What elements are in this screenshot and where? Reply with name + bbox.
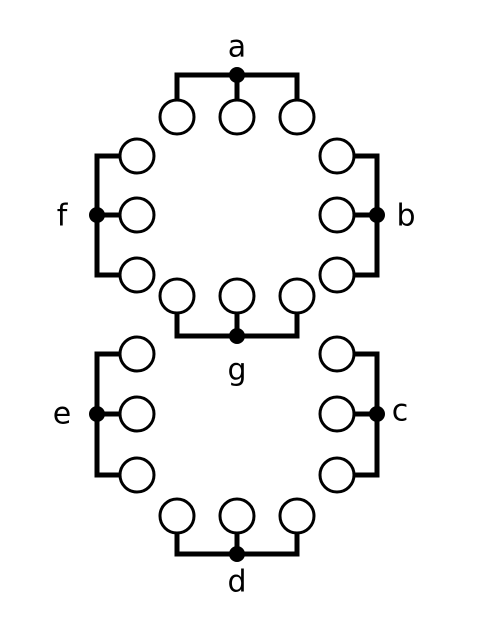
segment-e-node: [89, 406, 105, 422]
segment-a-led-3: [278, 98, 316, 136]
segment-f-node: [89, 207, 105, 223]
segment-c-led-2: [318, 395, 356, 433]
segment-g: g: [158, 277, 316, 388]
segment-a-led-2: [218, 98, 256, 136]
segment-label-c: c: [392, 394, 409, 429]
segment-label-g: g: [227, 353, 246, 388]
segment-f-led-1: [118, 137, 156, 175]
segment-d-led-3: [278, 497, 316, 535]
segment-e: e: [53, 335, 156, 494]
segment-b-led-2: [318, 196, 356, 234]
segment-e-led-2: [118, 395, 156, 433]
segment-g-led-2: [218, 277, 256, 315]
segment-b: b: [318, 137, 416, 294]
segment-c: c: [318, 335, 409, 494]
segment-d-led-1: [158, 497, 196, 535]
segment-g-led-3: [278, 277, 316, 315]
segment-a: a: [158, 30, 316, 136]
segment-a-node: [229, 67, 245, 83]
segment-c-node: [369, 406, 385, 422]
segment-f-led-3: [118, 256, 156, 294]
segment-b-led-3: [318, 256, 356, 294]
segment-g-led-1: [158, 277, 196, 315]
segment-label-a: a: [228, 30, 246, 65]
segment-e-led-3: [118, 456, 156, 494]
segment-d-node: [229, 546, 245, 562]
segment-c-led-1: [318, 335, 356, 373]
segment-f-led-2: [118, 196, 156, 234]
segment-d: d: [158, 497, 316, 600]
segment-g-node: [229, 328, 245, 344]
segment-f: f: [57, 137, 156, 294]
segment-d-led-2: [218, 497, 256, 535]
segment-label-f: f: [57, 199, 69, 234]
segment-label-e: e: [53, 397, 71, 432]
segment-b-led-1: [318, 137, 356, 175]
segment-b-node: [369, 207, 385, 223]
segment-label-b: b: [396, 199, 415, 234]
segment-a-led-1: [158, 98, 196, 136]
segment-label-d: d: [227, 565, 246, 600]
segment-c-led-3: [318, 456, 356, 494]
segment-e-led-1: [118, 335, 156, 373]
